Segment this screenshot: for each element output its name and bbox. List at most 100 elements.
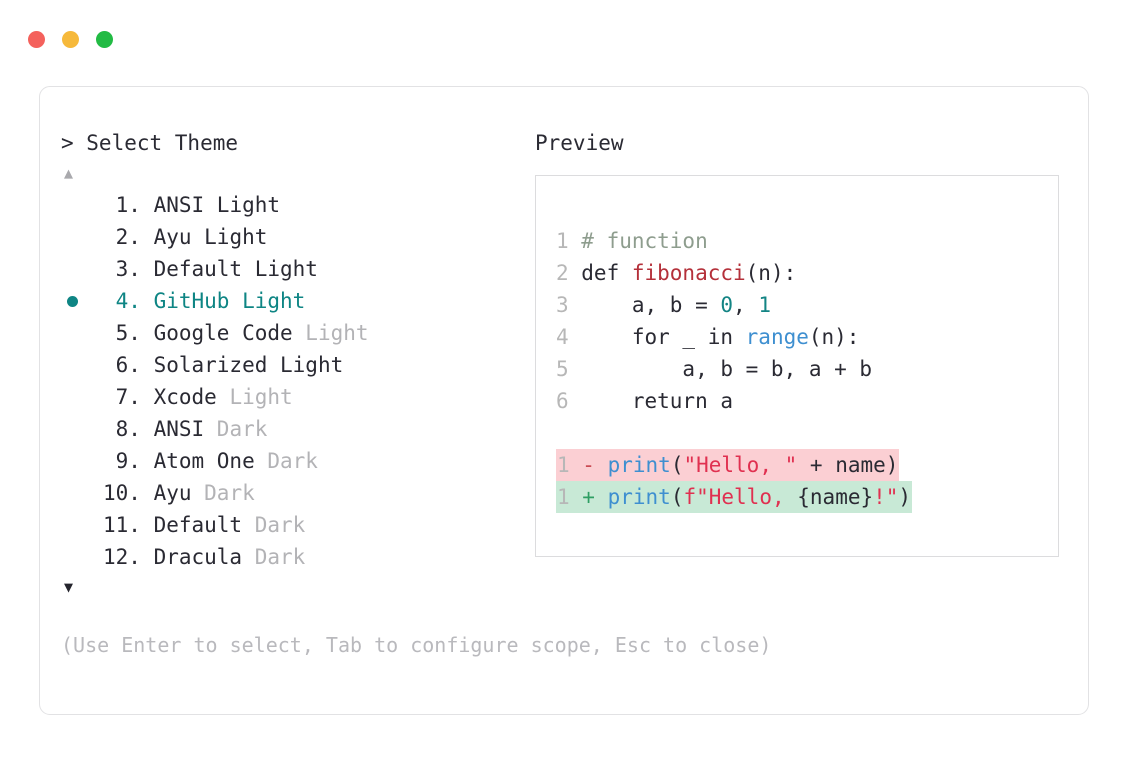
theme-list-item[interactable]: 7. Xcode Light: [61, 381, 531, 413]
diff-sign: +: [582, 485, 608, 509]
code-token: a, b =: [581, 293, 721, 317]
code-token: (n):: [745, 261, 797, 285]
theme-item-spacer: [141, 481, 154, 505]
code-token: ): [898, 485, 912, 509]
line-number: 1: [556, 229, 569, 253]
code-gap: [556, 417, 1052, 449]
theme-list-item[interactable]: 2. Ayu Light: [61, 221, 531, 253]
theme-item-name: Default: [153, 513, 255, 537]
diff-sign: -: [582, 453, 608, 477]
theme-list-item[interactable]: 1. ANSI Light: [61, 189, 531, 221]
theme-item-variant: Light: [216, 193, 281, 217]
theme-item-number: 3.: [115, 257, 141, 281]
theme-item-name: ANSI: [153, 193, 217, 217]
theme-item-name: ANSI: [153, 417, 217, 441]
theme-item-variant: Light: [254, 257, 318, 281]
theme-item-variant: Light: [280, 353, 344, 377]
code-token: a, b = b, a + b: [581, 357, 873, 381]
theme-item-number: 2.: [115, 225, 141, 249]
code-line: 4 for _ in range(n):: [556, 321, 1052, 353]
theme-item-name: GitHub: [153, 289, 243, 313]
theme-item-variant: Dark: [267, 449, 318, 473]
theme-item-spacer: [141, 289, 154, 313]
code-token: print: [607, 485, 671, 509]
theme-item-spacer: [141, 513, 154, 537]
theme-list-item[interactable]: 11. Default Dark: [61, 509, 531, 541]
selected-bullet-icon: [67, 296, 78, 307]
keyboard-hint: (Use Enter to select, Tab to configure s…: [61, 633, 772, 657]
diff-line-add: 1 + print(f"Hello, {name}!"): [556, 481, 1052, 513]
theme-item-spacer: [141, 545, 154, 569]
code-line: 1# function: [556, 225, 1052, 257]
theme-item-number: 5.: [115, 321, 141, 345]
code-token: 1: [758, 293, 771, 317]
minimize-dot[interactable]: [62, 31, 79, 48]
theme-item-name: Default: [153, 257, 255, 281]
theme-item-spacer: [141, 449, 154, 473]
code-token: (: [670, 485, 684, 509]
theme-list-item[interactable]: 9. Atom One Dark: [61, 445, 531, 477]
line-number: 6: [556, 389, 569, 413]
line-number: 3: [556, 293, 569, 317]
theme-list-item[interactable]: 4. GitHub Light: [61, 285, 531, 317]
code-token: ,: [733, 293, 759, 317]
theme-item-number: 12.: [103, 545, 141, 569]
scroll-down-icon[interactable]: ▼: [64, 578, 74, 596]
line-number: 4: [556, 325, 569, 349]
theme-item-name: Solarized: [153, 353, 281, 377]
window-controls: [28, 31, 113, 48]
preview-label: Preview: [535, 131, 624, 155]
theme-list-item[interactable]: 6. Solarized Light: [61, 349, 531, 381]
theme-item-number: 11.: [103, 513, 141, 537]
theme-item-spacer: [141, 321, 154, 345]
code-token: !": [873, 485, 899, 509]
theme-item-number: 7.: [115, 385, 141, 409]
theme-list-item[interactable]: 12. Dracula Dark: [61, 541, 531, 573]
code-token: {name}: [797, 485, 874, 509]
theme-item-spacer: [141, 257, 154, 281]
scroll-up-icon[interactable]: ▲: [64, 164, 74, 182]
close-dot[interactable]: [28, 31, 45, 48]
theme-item-variant: Dark: [254, 545, 306, 569]
theme-item-name: Atom One: [153, 449, 268, 473]
line-number: 2: [556, 261, 569, 285]
code-token: + name): [797, 453, 899, 477]
theme-item-variant: Dark: [204, 481, 255, 505]
theme-item-variant: Light: [204, 225, 268, 249]
theme-item-variant: Light: [229, 385, 293, 409]
diff-highlight: 1 - print("Hello, " + name): [556, 449, 900, 481]
theme-item-number: 8.: [115, 417, 141, 441]
window-titlebar: [0, 0, 1129, 75]
theme-item-number: 4.: [115, 289, 141, 313]
theme-item-name: Ayu: [153, 481, 205, 505]
maximize-dot[interactable]: [96, 31, 113, 48]
theme-item-number: 10.: [103, 481, 141, 505]
theme-list-item[interactable]: 5. Google Code Light: [61, 317, 531, 349]
diff-line-number: 1: [557, 453, 583, 477]
theme-item-variant: Light: [242, 289, 306, 313]
theme-item-spacer: [141, 225, 154, 249]
code-token: range: [745, 325, 809, 349]
code-token: (: [670, 453, 684, 477]
code-token: f"Hello,: [683, 485, 798, 509]
theme-list-item[interactable]: 3. Default Light: [61, 253, 531, 285]
line-number: 5: [556, 357, 569, 381]
code-token: return a: [581, 389, 733, 413]
theme-item-spacer: [141, 385, 154, 409]
diff-line-del: 1 - print("Hello, " + name): [556, 449, 1052, 481]
theme-list-item[interactable]: 10. Ayu Dark: [61, 477, 531, 509]
code-line: 3 a, b = 0, 1: [556, 289, 1052, 321]
code-line: 6 return a: [556, 385, 1052, 417]
theme-item-name: Dracula: [153, 545, 255, 569]
theme-item-number: 6.: [115, 353, 141, 377]
theme-item-variant: Dark: [254, 513, 306, 537]
diff-highlight: 1 + print(f"Hello, {name}!"): [556, 481, 913, 513]
theme-item-number: 1.: [115, 193, 141, 217]
theme-list-item[interactable]: 8. ANSI Dark: [61, 413, 531, 445]
theme-item-name: Google Code: [153, 321, 306, 345]
